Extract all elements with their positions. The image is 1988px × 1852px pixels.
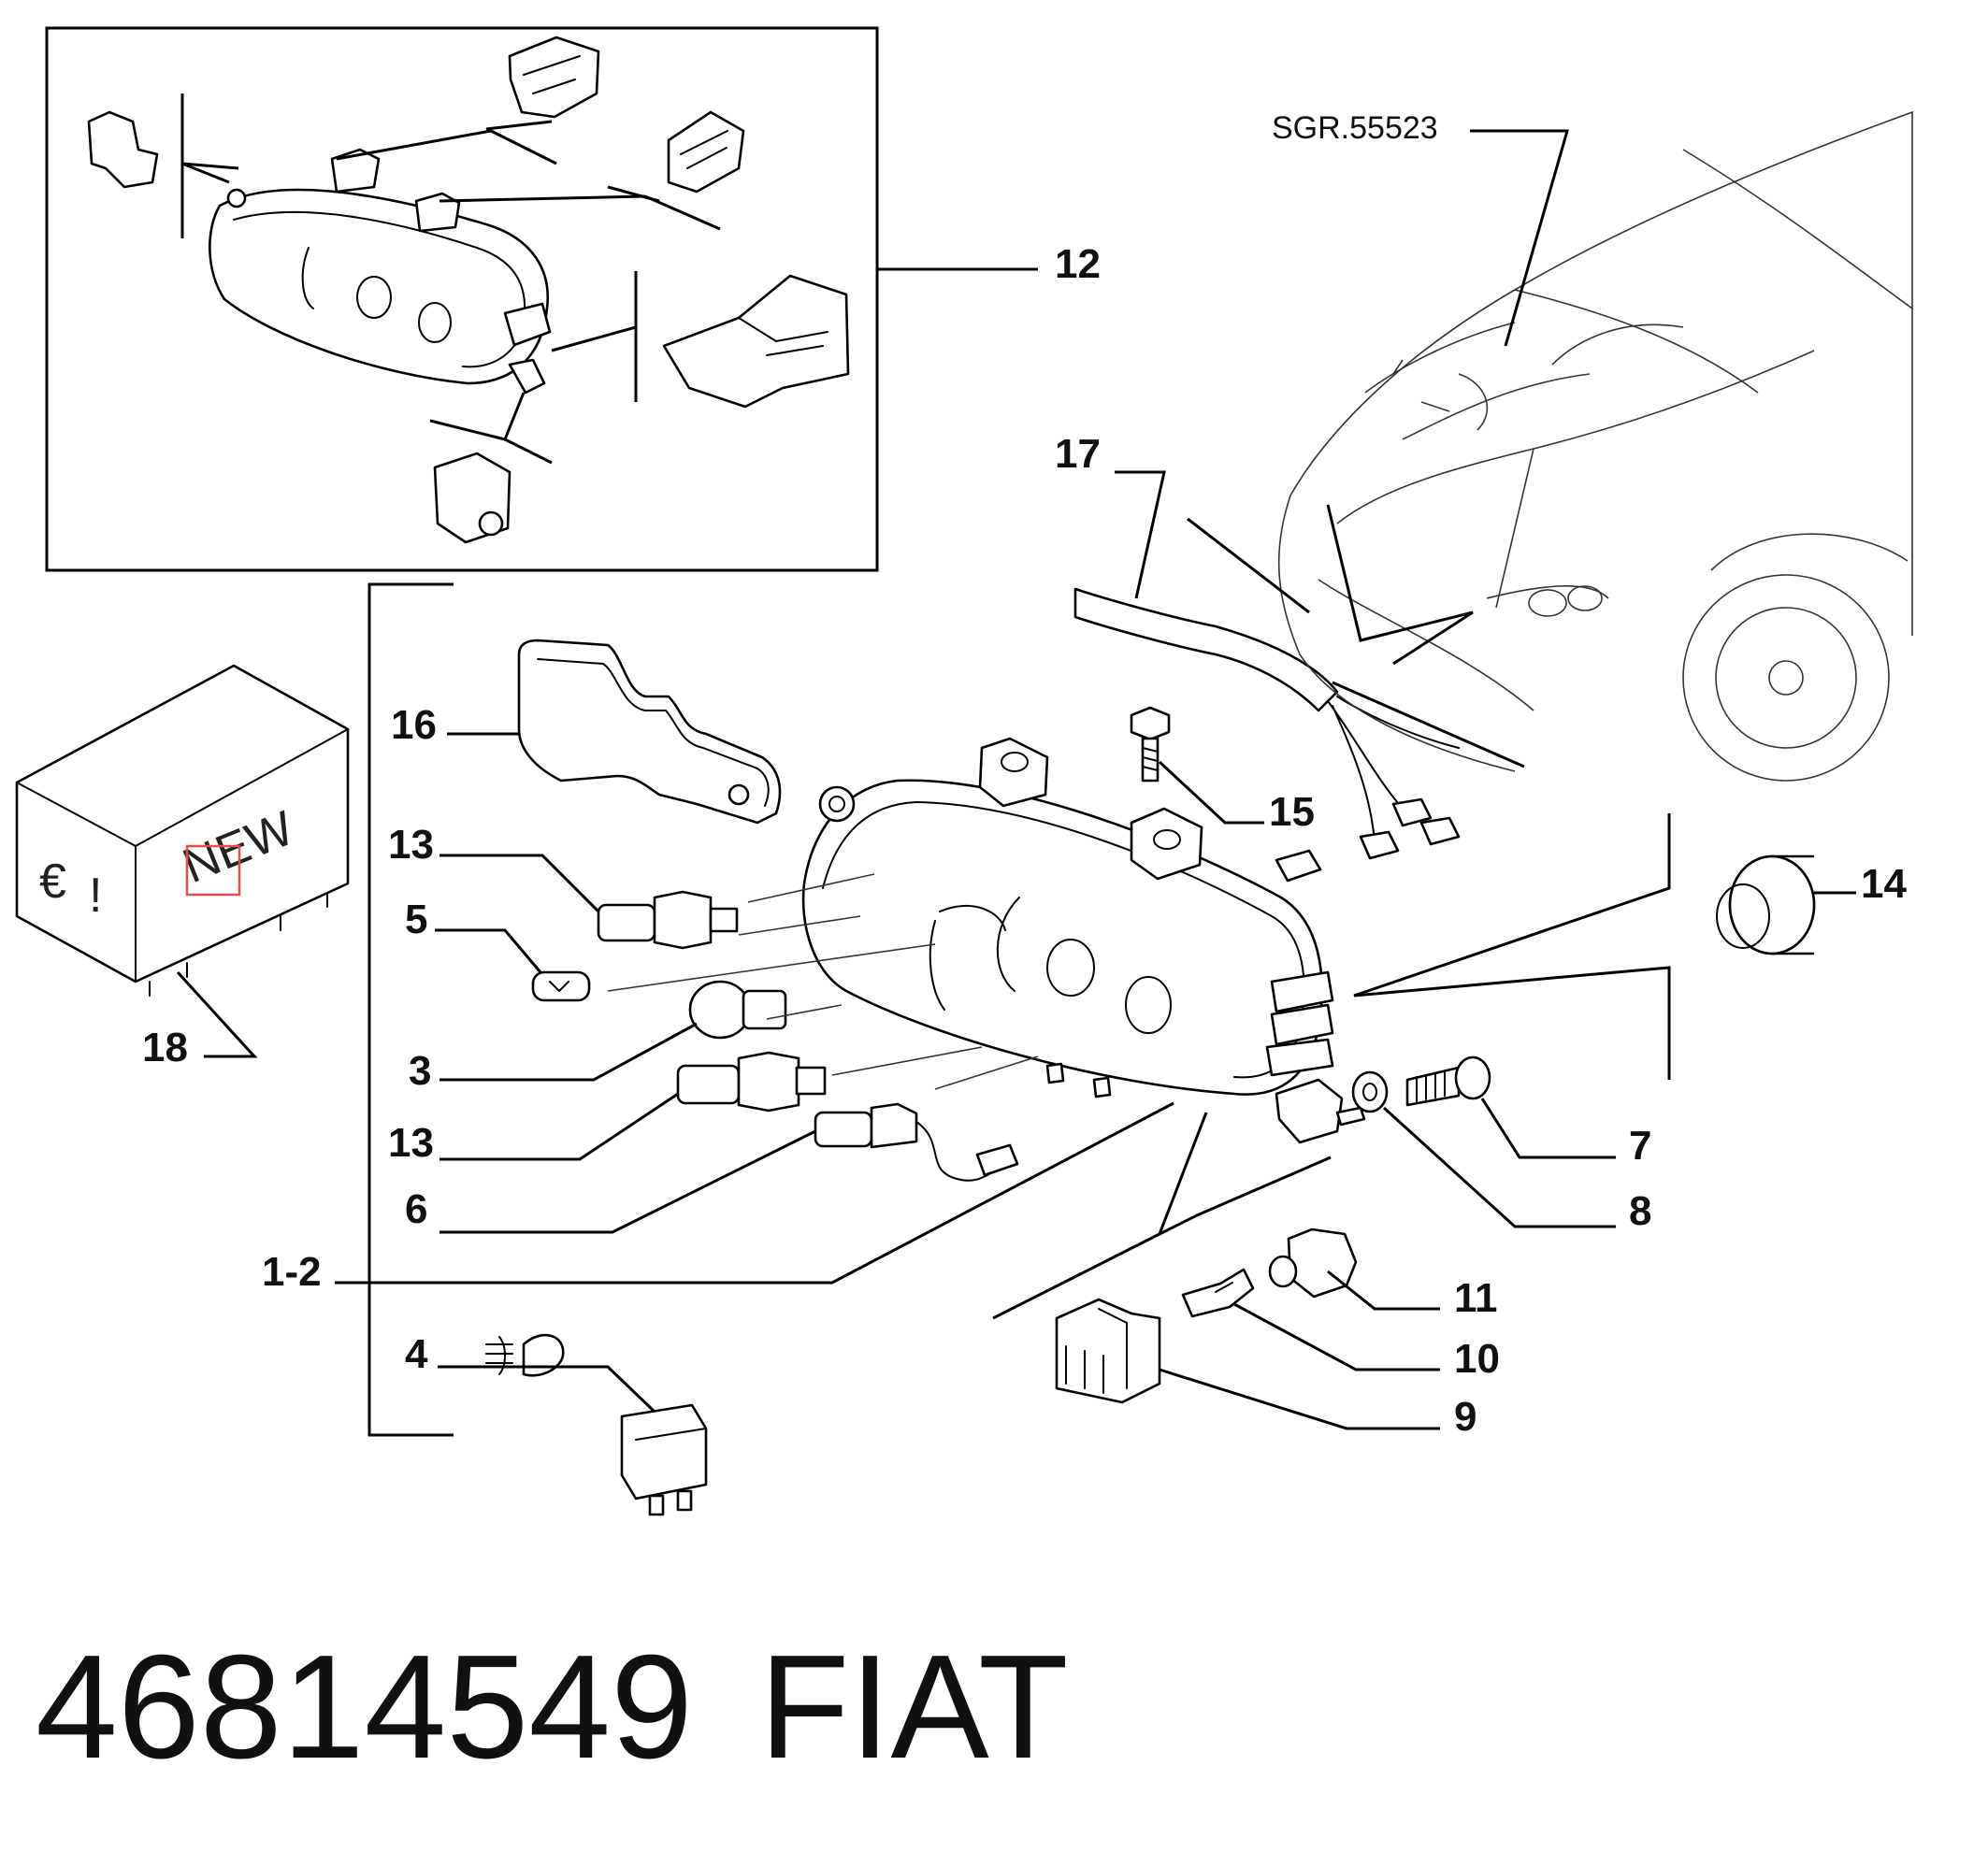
callout-18: 18 — [142, 1025, 188, 1070]
callout-12: 12 — [1055, 241, 1101, 287]
car-outline — [1277, 110, 1913, 782]
callout-13a: 13 — [388, 822, 434, 868]
new-highlight — [185, 844, 241, 897]
bulb-h7-upper — [597, 890, 739, 950]
washer — [1351, 1070, 1389, 1113]
inset-bracket-b — [508, 36, 600, 119]
callout-17: 17 — [1055, 431, 1101, 477]
screw — [1130, 706, 1171, 782]
packaging-box: € ! NEW — [15, 664, 350, 997]
bulb-h1-wired — [814, 1102, 1019, 1182]
inset-headlamp — [209, 148, 552, 395]
gasket-cover — [517, 639, 782, 825]
main-headlamp — [801, 737, 1366, 1144]
callout-7: 7 — [1629, 1123, 1651, 1169]
bolt — [1405, 1055, 1491, 1107]
connector-housing — [1055, 1298, 1161, 1404]
callout-3: 3 — [409, 1048, 431, 1094]
terminal — [1181, 1268, 1255, 1318]
relay — [620, 1403, 708, 1516]
callout-5: 5 — [405, 897, 427, 942]
callout-13b: 13 — [388, 1120, 434, 1166]
callout-6: 6 — [405, 1186, 427, 1232]
callout-15: 15 — [1269, 789, 1315, 835]
callout-9: 9 — [1454, 1394, 1477, 1440]
callout-16: 16 — [391, 702, 437, 748]
bulb-h7-lower — [676, 1051, 827, 1113]
inset-bracket-c — [667, 110, 745, 194]
inset-cover — [662, 274, 850, 409]
wiring-harness — [1073, 587, 1461, 860]
grommet — [1268, 1227, 1358, 1299]
box-euro-mark: € — [39, 854, 66, 909]
inset-bracket-a — [87, 110, 159, 189]
brand-name: FIAT — [759, 1625, 1069, 1789]
callout-8: 8 — [1629, 1188, 1651, 1234]
reference-code: SGR.55523 — [1272, 110, 1438, 146]
box-exclaim-mark: ! — [89, 869, 102, 923]
callout-4: 4 — [405, 1331, 428, 1377]
callout-11: 11 — [1454, 1275, 1498, 1321]
bulb-py21w — [688, 980, 787, 1040]
bulb-w5w — [531, 970, 591, 1002]
callout-1-2: 1-2 — [262, 1249, 322, 1295]
inset-detail-box — [45, 26, 879, 572]
callout-14: 14 — [1861, 861, 1907, 907]
spacer-ring — [1716, 854, 1816, 955]
part-number: 46814549 — [36, 1625, 693, 1789]
callout-10: 10 — [1454, 1336, 1500, 1382]
fog-light-icon — [485, 1333, 565, 1377]
